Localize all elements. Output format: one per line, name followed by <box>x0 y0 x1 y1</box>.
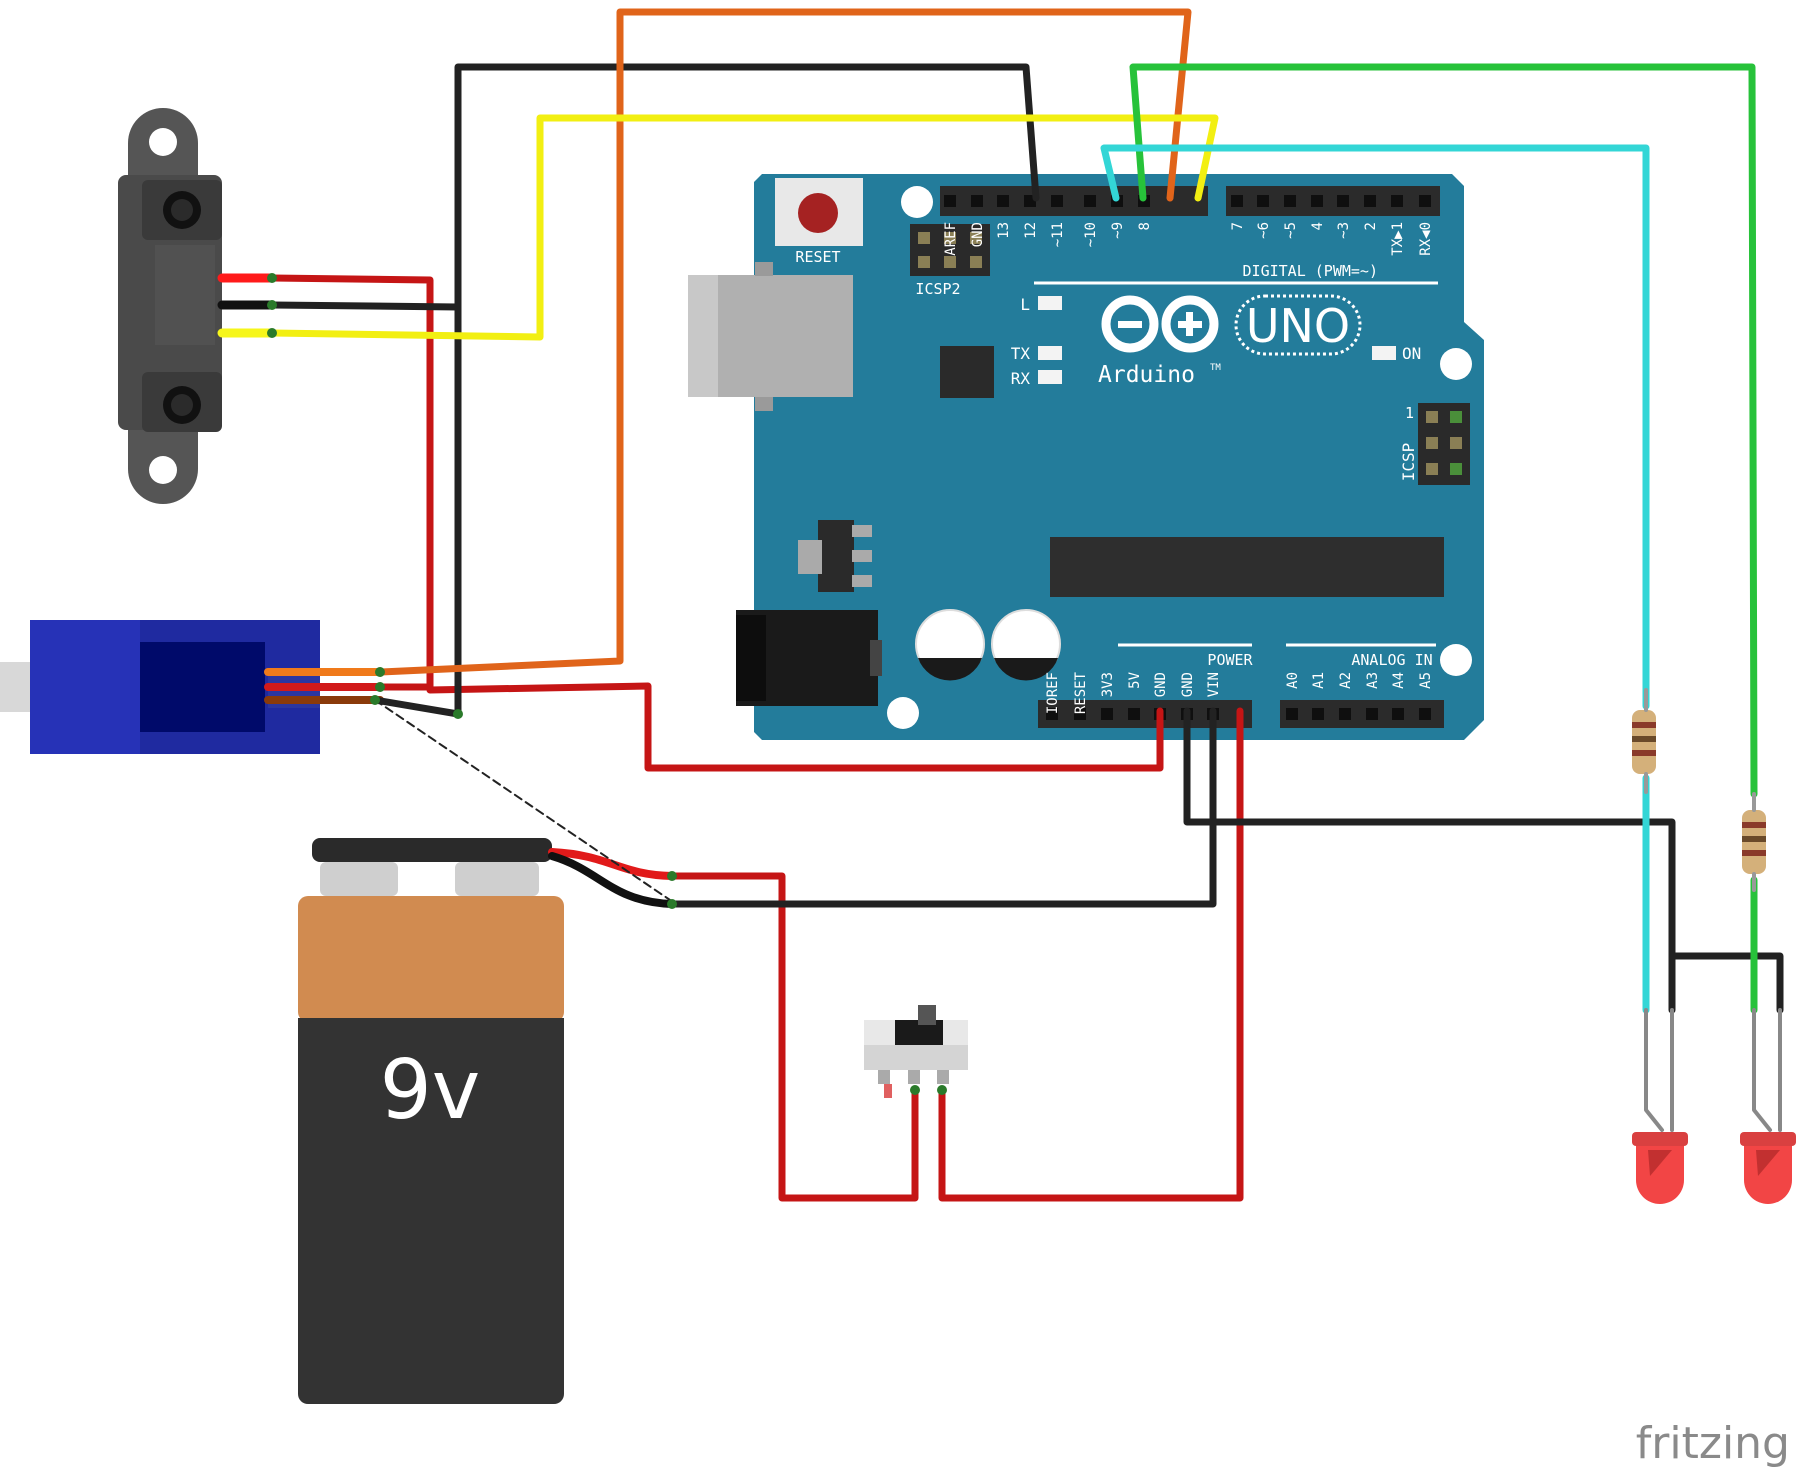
pin-label: A1 <box>1311 672 1327 689</box>
led-tx <box>1038 346 1062 360</box>
pin-hole <box>1101 708 1113 720</box>
pin-label: ~6 <box>1256 222 1272 239</box>
fritzing-watermark: fritzing <box>1636 1418 1790 1469</box>
analog-header <box>1280 700 1444 728</box>
pin-label: A2 <box>1338 672 1354 689</box>
pin-label: 12 <box>1023 222 1039 239</box>
icsp-label: ICSP <box>1399 443 1418 482</box>
led-l-label: L <box>1020 295 1030 314</box>
brand-label: Arduino <box>1098 362 1195 388</box>
battery-label: 9v <box>380 1043 481 1138</box>
pin-label: VIN <box>1206 672 1222 697</box>
led-l <box>1038 296 1062 310</box>
pin-label: 4 <box>1310 222 1326 230</box>
pin-hole <box>1364 195 1376 207</box>
pin-label: A3 <box>1365 672 1381 689</box>
red-led <box>1740 1132 1796 1204</box>
resistor <box>1742 810 1766 874</box>
pin-label: RX◀0 <box>1418 222 1434 256</box>
pin-hole <box>1257 195 1269 207</box>
pin-hole <box>944 195 956 207</box>
pin-hole <box>1312 708 1324 720</box>
pin-label: ~9 <box>1110 222 1126 239</box>
pin-label: 7 <box>1230 222 1246 230</box>
analog-label: ANALOG IN <box>1351 651 1432 669</box>
model-label: UNO <box>1246 299 1350 353</box>
slide-switch <box>864 1005 968 1098</box>
led-on-label: ON <box>1402 344 1421 363</box>
microcontroller-chip <box>1050 537 1444 597</box>
pin-label: A0 <box>1285 672 1301 689</box>
pin-hole <box>1128 708 1140 720</box>
pin-label: RESET <box>1073 671 1089 714</box>
pin-hole <box>1311 195 1323 207</box>
led-on <box>1372 346 1396 360</box>
pin-label: ~10 <box>1083 222 1099 247</box>
pin-label: 2 <box>1363 222 1379 230</box>
dc-power-jack <box>736 610 882 706</box>
pin-hole <box>1366 708 1378 720</box>
arduino-logo-icon <box>1101 295 1219 353</box>
led-tx-label: TX <box>1011 344 1031 363</box>
power-header <box>1038 700 1252 728</box>
icsp-pin1-label: 1 <box>1405 404 1414 422</box>
ir-distance-sensor <box>118 108 222 504</box>
pin-label: 5V <box>1127 671 1143 688</box>
pin-label: A5 <box>1418 672 1434 689</box>
pin-hole <box>1046 708 1058 720</box>
resistor <box>1632 710 1656 774</box>
power-label: POWER <box>1207 651 1253 669</box>
pin-label: AREF <box>943 222 959 256</box>
pin-hole <box>1074 708 1086 720</box>
digital-label: DIGITAL (PWM=~) <box>1243 262 1378 280</box>
icsp2-header <box>910 224 990 276</box>
pin-label: ~3 <box>1336 222 1352 239</box>
pin-hole <box>1392 708 1404 720</box>
red-led <box>1632 1132 1688 1204</box>
voltage-regulator <box>798 520 872 592</box>
pin-hole <box>1391 195 1403 207</box>
capacitor <box>991 609 1061 681</box>
pin-hole <box>971 195 983 207</box>
pin-hole <box>1051 195 1063 207</box>
pin-label: GND <box>970 222 986 247</box>
pin-hole <box>1231 195 1243 207</box>
icsp-header <box>1418 403 1470 485</box>
pin-label: A4 <box>1391 672 1407 689</box>
battery-9v: 9v <box>298 838 564 1404</box>
pin-label: TX▶1 <box>1390 222 1406 256</box>
pin-label: ~5 <box>1283 222 1299 239</box>
pin-label: 3V3 <box>1100 672 1116 697</box>
reset-label: RESET <box>795 248 840 266</box>
pin-label: 13 <box>996 222 1012 239</box>
pin-hole <box>1339 708 1351 720</box>
pin-hole <box>1419 195 1431 207</box>
small-chip <box>940 346 994 398</box>
pin-hole <box>1419 708 1431 720</box>
pin-hole <box>1337 195 1349 207</box>
icsp2-label: ICSP2 <box>915 280 960 298</box>
pin-label: IOREF <box>1045 672 1061 714</box>
led-rx-label: RX <box>1011 369 1031 388</box>
pin-label: ~11 <box>1050 222 1066 247</box>
pin-hole <box>997 195 1009 207</box>
pin-hole <box>1286 708 1298 720</box>
pin-label: GND <box>1153 672 1169 697</box>
pin-label: GND <box>1180 672 1196 697</box>
connection-dots <box>267 273 947 1095</box>
trademark: TM <box>1210 363 1221 373</box>
pin-hole <box>1084 195 1096 207</box>
wires <box>217 8 1784 1202</box>
led-rx <box>1038 370 1062 384</box>
pin-label: 8 <box>1137 222 1153 230</box>
capacitor <box>915 609 985 681</box>
pin-hole <box>1284 195 1296 207</box>
